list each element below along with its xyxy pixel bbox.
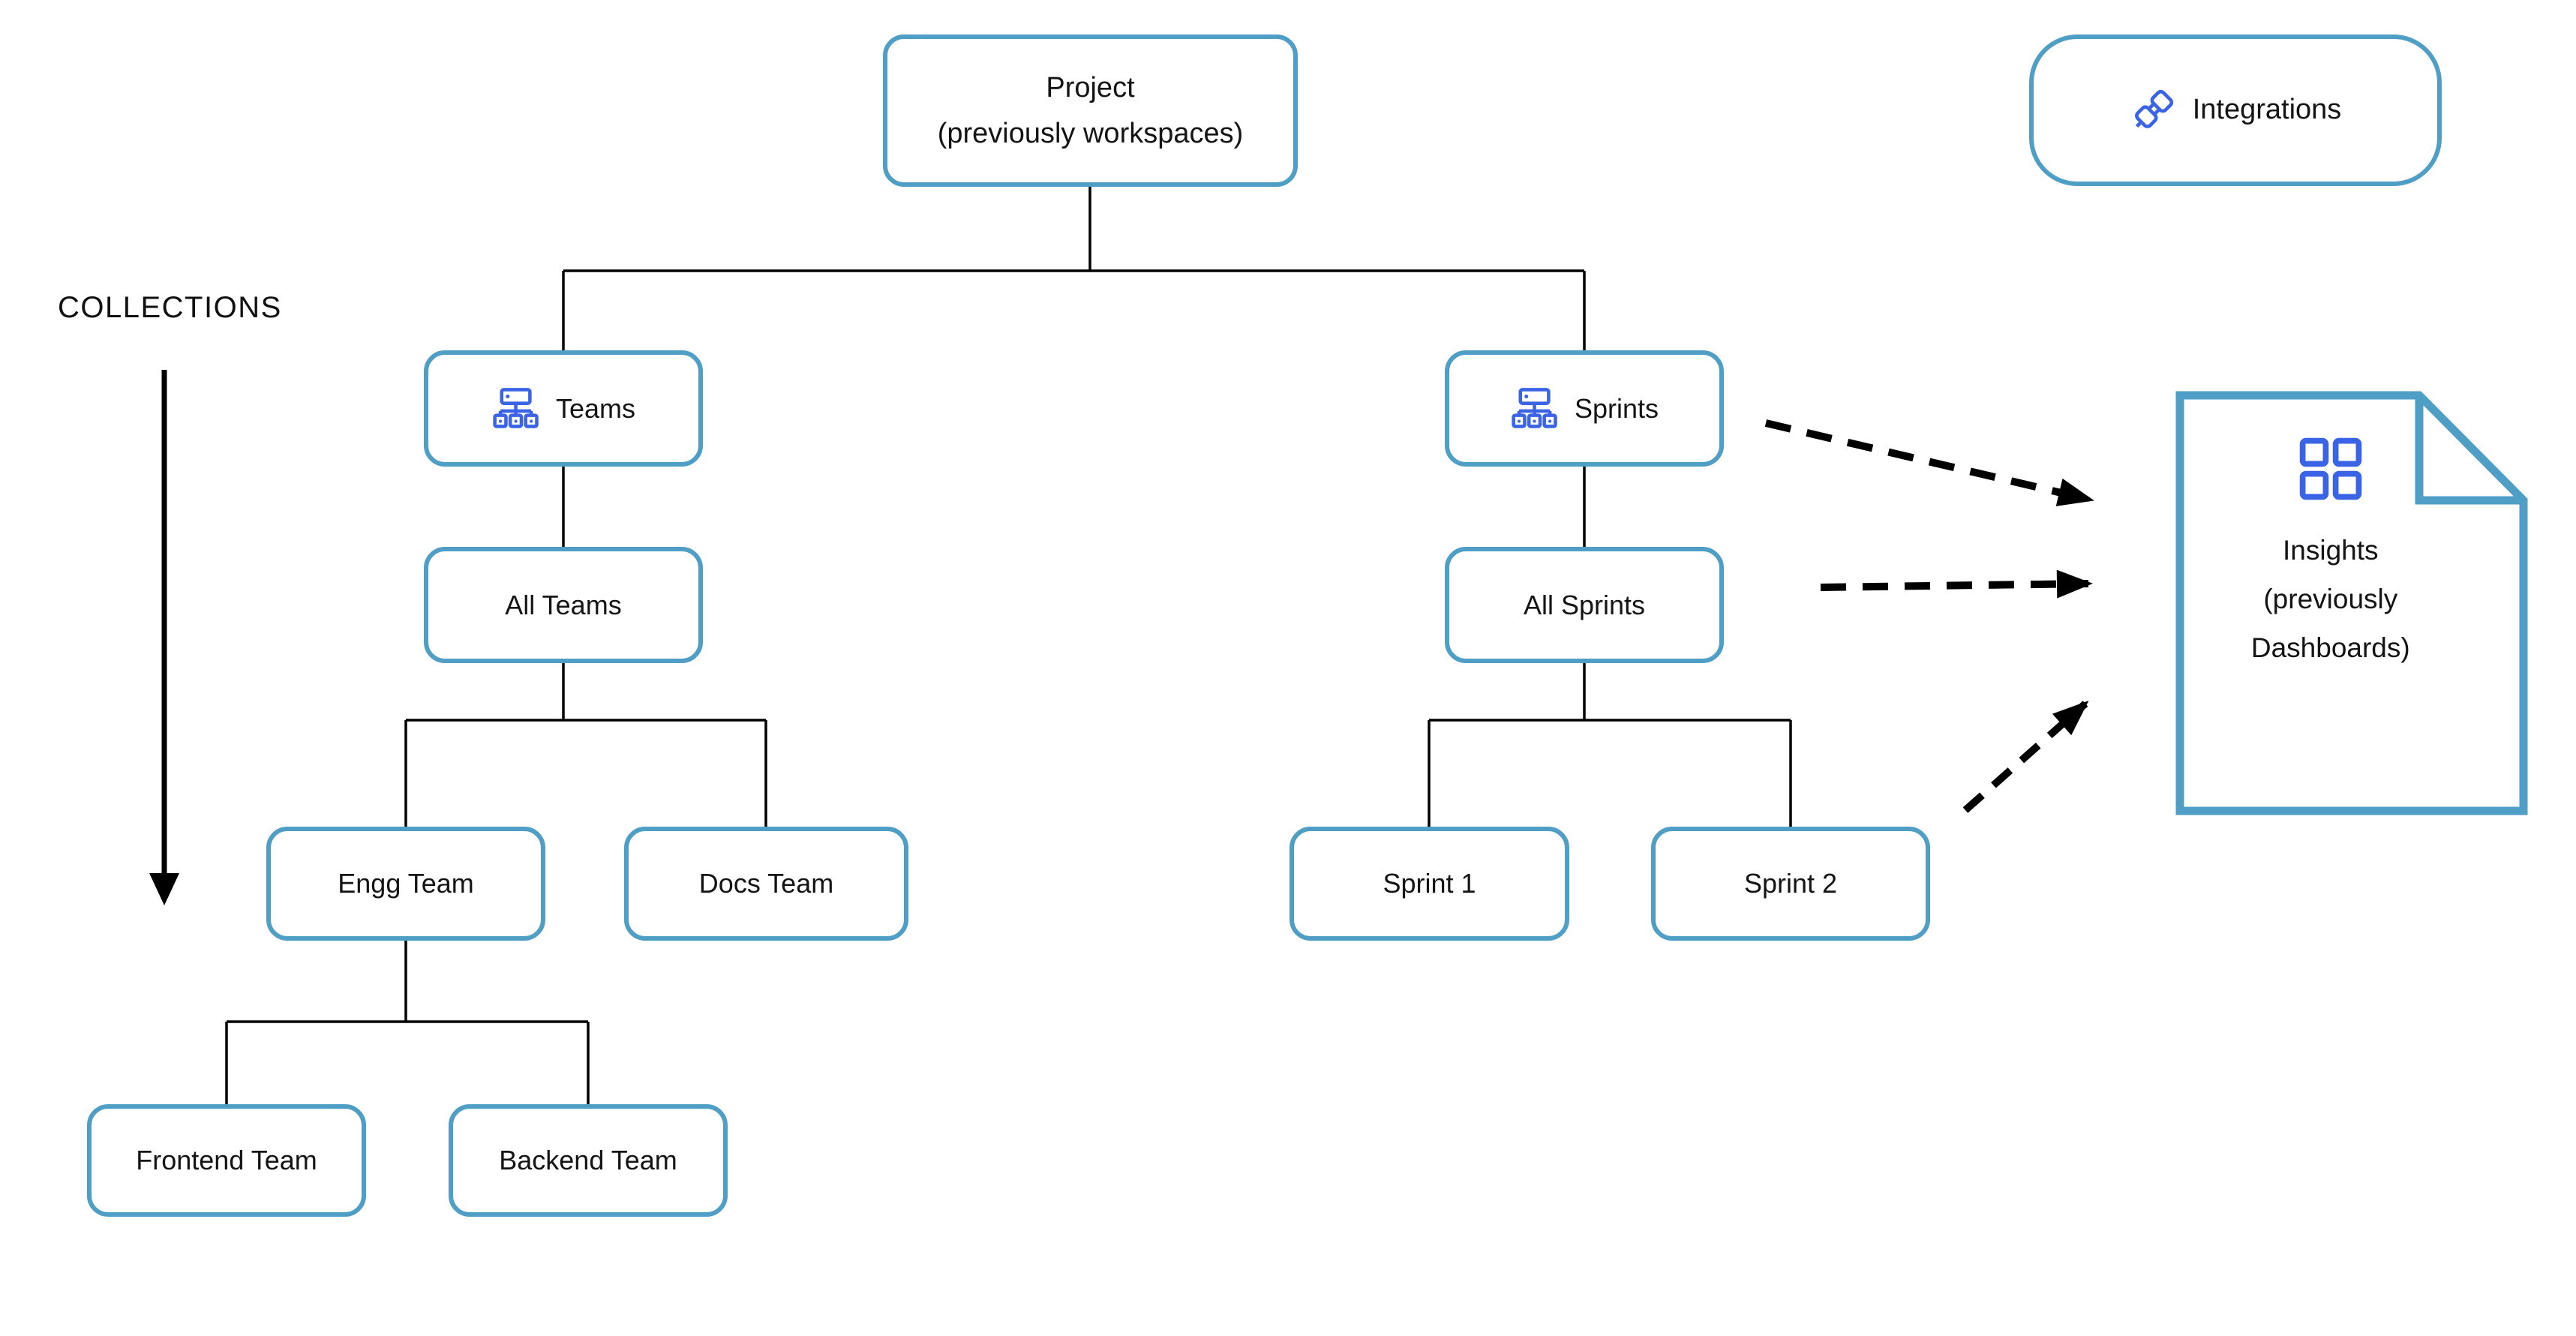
dashed-arrow-allsprints-to-insights: [1820, 569, 2093, 599]
plug-icon: [2130, 87, 2176, 134]
teams-label: Teams: [555, 392, 636, 424]
integrations-label: Integrations: [2192, 94, 2342, 126]
insights-subtitle-1: (previously: [2263, 583, 2398, 614]
all-teams-label: All Teams: [505, 589, 622, 620]
node-sprints: Sprints: [1445, 350, 1724, 467]
sprint-1-label: Sprint 1: [1383, 868, 1476, 899]
dashed-arrow-sprint2-to-insights: [1962, 701, 2089, 813]
engg-team-label: Engg Team: [338, 868, 474, 899]
integrations-pill: Integrations: [2029, 35, 2442, 186]
project-subtitle: (previously workspaces): [937, 117, 1244, 149]
dashed-arrow-sprints-to-insights: [1764, 419, 2094, 506]
all-sprints-label: All Sprints: [1523, 589, 1646, 620]
node-engg-team: Engg Team: [266, 827, 545, 941]
collections-label: COLLECTIONS: [58, 291, 282, 324]
document-outline: [2175, 391, 2528, 815]
docs-team-label: Docs Team: [698, 868, 834, 899]
sprints-label: Sprints: [1574, 392, 1659, 424]
node-teams: Teams: [424, 350, 703, 467]
sitemap-icon: [1510, 387, 1558, 430]
node-all-sprints: All Sprints: [1445, 547, 1724, 663]
node-frontend-team: Frontend Team: [87, 1104, 366, 1217]
insights-title: Insights: [2283, 535, 2379, 566]
frontend-team-label: Frontend Team: [136, 1145, 317, 1176]
insights-document: Insights (previously Dashboards): [2175, 391, 2528, 815]
node-sprint-1: Sprint 1: [1290, 827, 1569, 941]
node-docs-team: Docs Team: [624, 827, 908, 941]
sitemap-icon: [491, 387, 539, 430]
tree-lines: [225, 187, 1792, 1104]
sprint-2-label: Sprint 2: [1743, 868, 1838, 899]
grid-icon: [2298, 436, 2364, 506]
node-project: Project (previously workspaces): [883, 35, 1298, 187]
collections-arrow: [149, 370, 179, 905]
node-backend-team: Backend Team: [449, 1104, 728, 1217]
backend-team-label: Backend Team: [499, 1145, 677, 1176]
insights-subtitle-2: Dashboards): [2250, 632, 2410, 663]
node-sprint-2: Sprint 2: [1651, 827, 1930, 941]
project-title: Project: [1046, 71, 1135, 104]
node-all-teams: All Teams: [424, 547, 703, 663]
